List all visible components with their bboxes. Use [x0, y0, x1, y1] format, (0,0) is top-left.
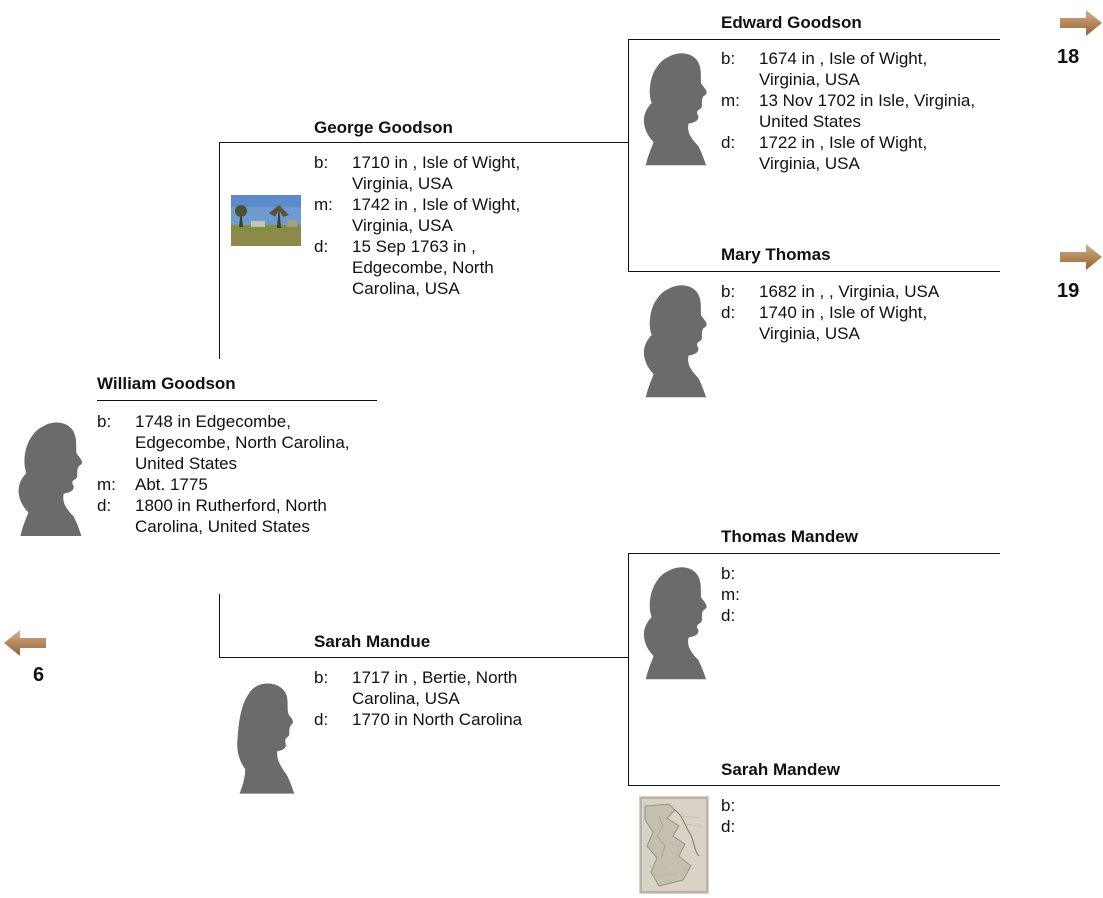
- arrow-right-icon[interactable]: [1060, 10, 1102, 36]
- paternal-grandmother-facts: b:1682 in , , Virginia, USA d:1740 in , …: [721, 281, 981, 344]
- fact-marriage: m:: [721, 585, 740, 604]
- fact-death: d:: [721, 817, 736, 836]
- person-silhouette-icon: [640, 562, 708, 680]
- fact-birth: b:1682 in , , Virginia, USA: [721, 282, 940, 301]
- person-name-maternal-grandmother[interactable]: Sarah Mandew: [721, 760, 841, 779]
- mother-facts: b:1717 in , Bertie, North Carolina, USA …: [314, 667, 564, 730]
- maternal-grandfather-facts: b: m: d:: [721, 563, 981, 626]
- fact-death: d:1800 in Rutherford, North Carolina, Un…: [97, 496, 327, 536]
- father-underline: [219, 142, 628, 143]
- paternal-grandfather-facts: b:1674 in , Isle of Wight, Virginia, USA…: [721, 48, 981, 174]
- fact-death: d:1770 in North Carolina: [314, 710, 523, 729]
- person-silhouette-icon: [14, 418, 84, 536]
- maternal-grandmother-facts: b: d:: [721, 795, 981, 837]
- person-silhouette-icon: [640, 48, 708, 166]
- person-name-maternal-grandfather[interactable]: Thomas Mandew: [721, 527, 858, 546]
- fact-death: d:15 Sep 1763 in , Edgecombe, North Caro…: [314, 237, 494, 298]
- paternal-grandfather-underline: [628, 39, 1000, 40]
- root-underline: [97, 400, 377, 401]
- fact-birth: b:: [721, 564, 736, 583]
- person-silhouette-icon: [232, 678, 298, 796]
- maternal-grandmother-underline: [628, 785, 1000, 786]
- arrow-right-icon[interactable]: [1060, 244, 1102, 270]
- fact-marriage: m:13 Nov 1702 in Isle, Virginia, United …: [721, 91, 976, 131]
- person-name-father[interactable]: George Goodson: [314, 118, 453, 137]
- fact-birth: b:1717 in , Bertie, North Carolina, USA: [314, 668, 518, 708]
- fact-birth: b:: [721, 796, 736, 815]
- paternal-grandmother-underline: [628, 271, 1000, 272]
- person-name-mother[interactable]: Sarah Mandue: [314, 632, 431, 651]
- person-silhouette-icon: [640, 280, 708, 398]
- person-name-root[interactable]: William Goodson: [97, 374, 236, 393]
- connector-root-father: [219, 142, 220, 359]
- person-name-paternal-grandmother[interactable]: Mary Thomas: [721, 245, 831, 264]
- next-generation-number[interactable]: 19: [1057, 280, 1080, 302]
- fact-marriage: m:1742 in , Isle of Wight, Virginia, USA: [314, 195, 521, 235]
- mother-underline: [219, 657, 628, 658]
- person-name-paternal-grandfather[interactable]: Edward Goodson: [721, 13, 862, 32]
- fact-marriage: m:Abt. 1775: [97, 475, 208, 494]
- landscape-photo: [231, 195, 301, 246]
- root-facts: b:1748 in Edgecombe, Edgecombe, North Ca…: [97, 411, 372, 537]
- connector-root-mother: [219, 594, 220, 657]
- father-facts: b:1710 in , Isle of Wight, Virginia, USA…: [314, 152, 564, 299]
- connector-paternal-grandparents: [628, 39, 629, 271]
- fact-death: d:1722 in , Isle of Wight, Virginia, USA: [721, 133, 928, 173]
- previous-generation-number[interactable]: 6: [33, 664, 45, 686]
- next-generation-number[interactable]: 18: [1057, 46, 1080, 68]
- fact-birth: b:1674 in , Isle of Wight, Virginia, USA: [721, 49, 928, 89]
- arrow-left-icon[interactable]: [4, 630, 46, 656]
- fact-death: d:1740 in , Isle of Wight, Virginia, USA: [721, 303, 928, 343]
- fact-birth: b:1748 in Edgecombe, Edgecombe, North Ca…: [97, 412, 350, 473]
- fact-birth: b:1710 in , Isle of Wight, Virginia, USA: [314, 153, 521, 193]
- connector-maternal-grandparents: [628, 553, 629, 785]
- fact-death: d:: [721, 606, 736, 625]
- old-map-image: [639, 796, 709, 894]
- maternal-grandfather-underline: [628, 553, 1000, 554]
